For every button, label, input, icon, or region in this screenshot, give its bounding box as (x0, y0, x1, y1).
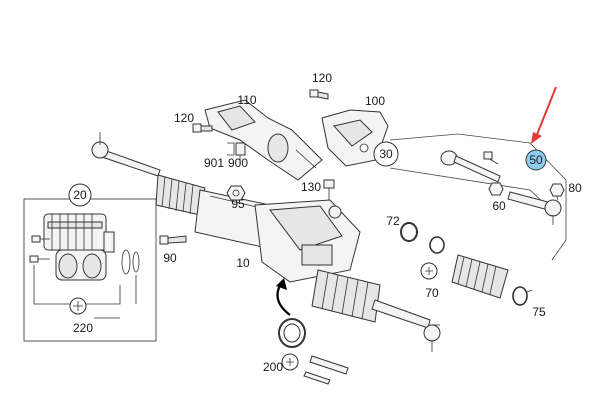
nut-60 (488, 182, 504, 196)
seal-ring (121, 249, 140, 275)
screw-130 (323, 179, 335, 200)
outer-tie-rod-end (507, 191, 562, 225)
label-72: 72 (386, 214, 400, 228)
steering-rack-10: 10 (91, 132, 441, 352)
label-100: 100 (365, 94, 385, 108)
label-130: 130 (301, 180, 321, 194)
cover-110 (204, 99, 323, 181)
label-110: 110 (237, 93, 256, 107)
bellows-70 (420, 254, 509, 299)
group-20-box: 20 (23, 183, 157, 342)
part-200 (278, 318, 349, 385)
label-220: 220 (73, 321, 93, 335)
label-900: 900 (228, 156, 248, 170)
ring-small (429, 236, 445, 254)
motor-unit (43, 213, 115, 281)
curved-arrow (276, 278, 291, 316)
label-10: 10 (236, 256, 250, 270)
nut-80 (549, 183, 565, 197)
clamp-75 (512, 286, 533, 306)
bolt-120-left (192, 123, 213, 133)
label-901: 901 (204, 156, 224, 170)
label-60: 60 (492, 199, 506, 213)
clamp-72 (400, 222, 418, 242)
bolt-group-left (29, 235, 50, 263)
label-75: 75 (532, 305, 546, 319)
label-120-left: 120 (174, 111, 194, 125)
label-120-top: 120 (312, 71, 332, 85)
label-95: 95 (231, 197, 245, 211)
label-90: 90 (163, 251, 177, 265)
label-70: 70 (425, 286, 439, 300)
label-20: 20 (73, 188, 87, 202)
nut-95 (226, 185, 246, 201)
bolt-30-small (483, 151, 493, 160)
highlight-50[interactable]: 50 (525, 149, 547, 171)
label-80: 80 (568, 181, 582, 195)
label-200: 200 (263, 360, 283, 374)
label-50: 50 (529, 153, 543, 167)
clamp-220 (69, 297, 87, 315)
inner-tie-rod (440, 150, 501, 183)
bolt-120-top (309, 89, 329, 100)
red-pointer-arrow (531, 86, 557, 144)
label-30: 30 (379, 147, 393, 161)
part-900-901 (227, 142, 246, 165)
bolt-90 (159, 235, 187, 245)
group-30-box: 30 (373, 133, 567, 261)
bracket-100 (321, 109, 389, 167)
